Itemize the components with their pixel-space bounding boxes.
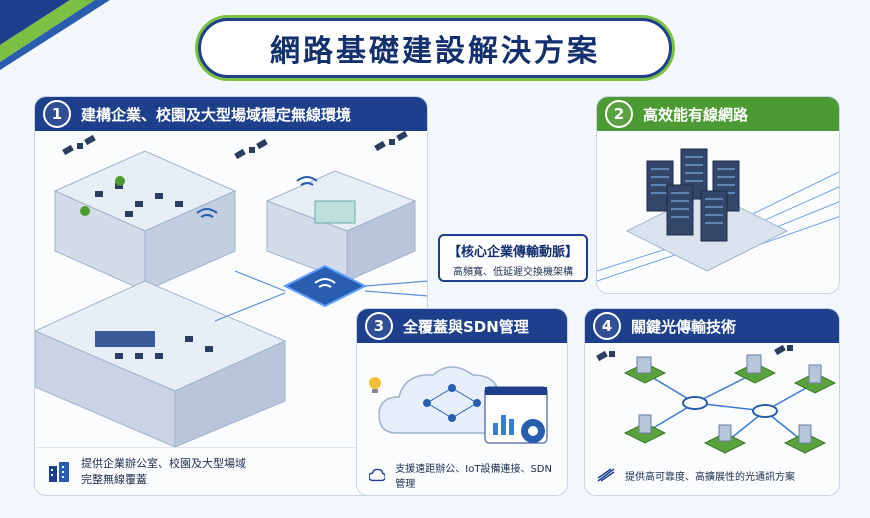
panel-wireless-footer: 提供企業辦公室、校園及大型場域 完整無線覆蓋	[35, 447, 427, 495]
building-icon	[49, 461, 69, 482]
callout-title: 【核心企業傳輸動脈】	[447, 245, 578, 260]
callout-subtitle: 高頻寬、低延遲交換機架構	[453, 267, 573, 278]
panel-heading: 建構企業、校園及大型場域穩定無線環境	[81, 105, 352, 124]
panel-wireless-header: 1 建構企業、校園及大型場域穩定無線環境	[35, 97, 427, 131]
lightbulb-icon	[369, 377, 381, 393]
optical-network-illustration	[596, 344, 837, 454]
page-title: 網路基礎建設解決方案	[198, 18, 672, 78]
panel-number: 2	[605, 100, 633, 128]
panel-sdn-footer: 支援遠距辦公、IoT設備連接、SDN管理	[357, 455, 567, 495]
gear-icon	[521, 419, 545, 443]
cloud-sdn-illustration	[369, 366, 548, 444]
server-rack-icon	[646, 148, 740, 242]
campus-illustration	[35, 131, 427, 447]
panel-number: 1	[43, 100, 71, 128]
fiber-icon	[597, 468, 615, 482]
wifi-icon	[296, 176, 318, 186]
panel-sdn: 3 全覆蓋與SDN管理 支援遠距辦公、IoT設備連接、SDN管理	[356, 308, 568, 496]
panel-wired-header: 2 高效能有線網路	[597, 97, 839, 131]
panel-footer-text: 提供高可靠度、高擴展性的光通訊方案	[625, 471, 795, 483]
satellite-icon	[596, 344, 793, 362]
panel-footer-text: 提供企業辦公室、校園及大型場域 完整無線覆蓋	[81, 457, 246, 486]
satellite-icon	[62, 131, 408, 160]
panel-footer-text: 支援遠距辦公、IoT設備連接、SDN管理	[395, 464, 552, 490]
panel-heading: 全覆蓋與SDN管理	[403, 317, 529, 336]
page-title-text: 網路基礎建設解決方案	[270, 34, 600, 69]
panel-heading: 關鍵光傳輸技術	[631, 317, 737, 336]
panel-sdn-header: 3 全覆蓋與SDN管理	[357, 309, 567, 343]
panel-optical: 4 關鍵光傳輸技術 提供高可靠度、高擴展性的光通訊方案	[584, 308, 840, 496]
panel-heading: 高效能有線網路	[643, 105, 749, 124]
core-transport-callout: 【核心企業傳輸動脈】 高頻寬、低延遲交換機架構	[438, 234, 588, 282]
panel-optical-footer: 提供高可靠度、高擴展性的光通訊方案	[585, 455, 839, 495]
panel-wired: 2 高效能有線網路	[596, 96, 840, 294]
panel-optical-header: 4 關鍵光傳輸技術	[585, 309, 839, 343]
panel-number: 4	[593, 312, 621, 340]
panel-number: 3	[365, 312, 393, 340]
corner-decoration	[0, 0, 110, 70]
cloud-icon	[369, 468, 386, 482]
server-rack-illustration	[597, 148, 839, 282]
